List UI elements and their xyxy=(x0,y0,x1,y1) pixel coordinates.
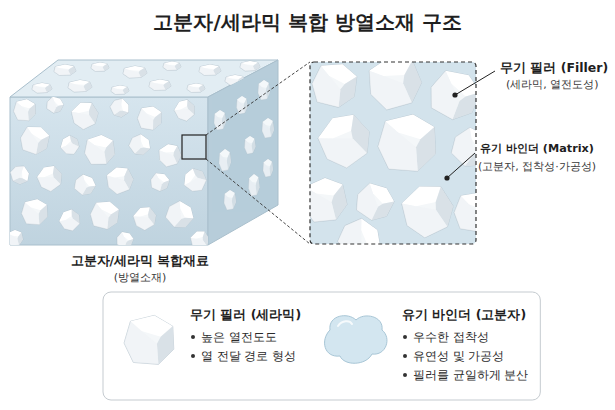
legend-item: 유기 바인더 (고분자) 우수한 접착성유연성 및 가공성필러를 균일하게 분산 xyxy=(402,307,528,386)
bullet-dot xyxy=(403,373,407,377)
bullet-dot xyxy=(403,354,407,358)
bullet-text: 우수한 접착성 xyxy=(413,329,528,345)
callout-note: (고분자, 접착성·가공성) xyxy=(478,160,596,174)
bullet-text: 열 전달 경로 형성 xyxy=(201,348,301,364)
callout-note: (세라믹, 열전도성) xyxy=(506,78,599,92)
bullet-dot xyxy=(403,335,407,339)
callout-title: 무기 필러 (Filler) xyxy=(500,60,608,76)
bullet-text: 필러를 균일하게 분산 xyxy=(413,367,528,383)
bullet-text: 유연성 및 가공성 xyxy=(413,348,528,364)
bullet-dot xyxy=(191,335,195,339)
bullet-row: 필러를 균일하게 분산 xyxy=(402,367,528,386)
item-heading: 무기 필러 (세라믹) xyxy=(190,307,301,324)
item-heading: 유기 바인더 (고분자) xyxy=(402,307,528,324)
diagram-title: 고분자/세라믹 복합 방열소재 구조 xyxy=(0,10,615,35)
bullet-row: 우수한 접착성 xyxy=(402,329,528,348)
bullet-row: 유연성 및 가공성 xyxy=(402,348,528,367)
figure-caption-note: (방열소재) xyxy=(114,271,167,285)
bullet-row: 높은 열전도도 xyxy=(190,329,301,348)
figure-caption: 고분자/세라믹 복합재료 xyxy=(71,253,210,269)
legend-item: 무기 필러 (세라믹) 높은 열전도도열 전달 경로 형성 xyxy=(190,307,301,367)
bullet-row: 열 전달 경로 형성 xyxy=(190,348,301,367)
bullet-dot xyxy=(191,354,195,358)
bullet-text: 높은 열전도도 xyxy=(201,329,301,345)
callout-title: 유기 바인더 (Matrix) xyxy=(480,142,594,156)
